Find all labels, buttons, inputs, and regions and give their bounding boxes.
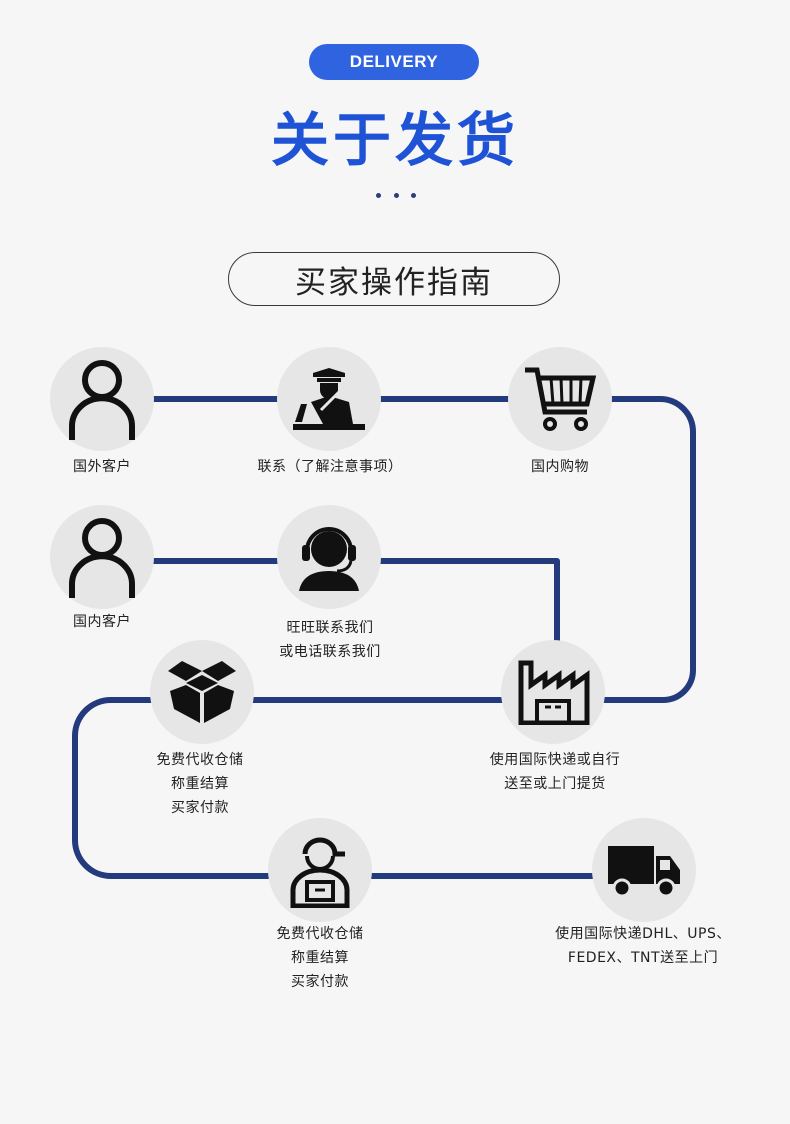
step-label: 使用国际快递DHL、UPS、 FEDEX、TNT送至上门 (555, 926, 731, 966)
step-label: 免费代收仓储 称重结算 买家付款 (276, 926, 364, 990)
step-foreign-customer (50, 347, 154, 451)
title-dots-divider (376, 193, 416, 199)
step-label: 免费代收仓储 称重结算 买家付款 (156, 752, 244, 816)
step-international-express (592, 818, 696, 922)
step-domestic-shopping (508, 347, 612, 451)
step-label: 国外客户 (73, 459, 131, 475)
step-free-storage-courier (268, 818, 372, 922)
step-label: 联系（了解注意事项） (257, 459, 403, 475)
step-label: 国内购物 (531, 459, 589, 475)
step-label: 旺旺联系我们 或电话联系我们 (279, 620, 381, 660)
headset-support-icon (299, 527, 359, 591)
step-label: 国内客户 (73, 614, 131, 630)
delivery-badge: DELIVERY (309, 44, 479, 80)
open-box-icon (168, 661, 236, 723)
guide-heading: 买家操作指南 (228, 252, 560, 306)
factory-icon (518, 660, 590, 725)
customs-officer-icon (293, 368, 365, 430)
step-contact (277, 347, 381, 451)
step-domestic-customer (50, 505, 154, 609)
shopping-cart-icon (525, 367, 597, 431)
page-title: 关于发货 (270, 106, 519, 174)
step-label: 使用国际快递或自行 送至或上门提货 (489, 752, 621, 792)
step-ship-or-pickup (501, 640, 605, 744)
delivery-person-icon (290, 837, 350, 908)
truck-icon (608, 846, 680, 898)
step-contact-us (277, 505, 381, 609)
person-outline-icon (69, 360, 135, 440)
step-free-storage (150, 640, 254, 744)
person-outline-icon (69, 518, 135, 598)
